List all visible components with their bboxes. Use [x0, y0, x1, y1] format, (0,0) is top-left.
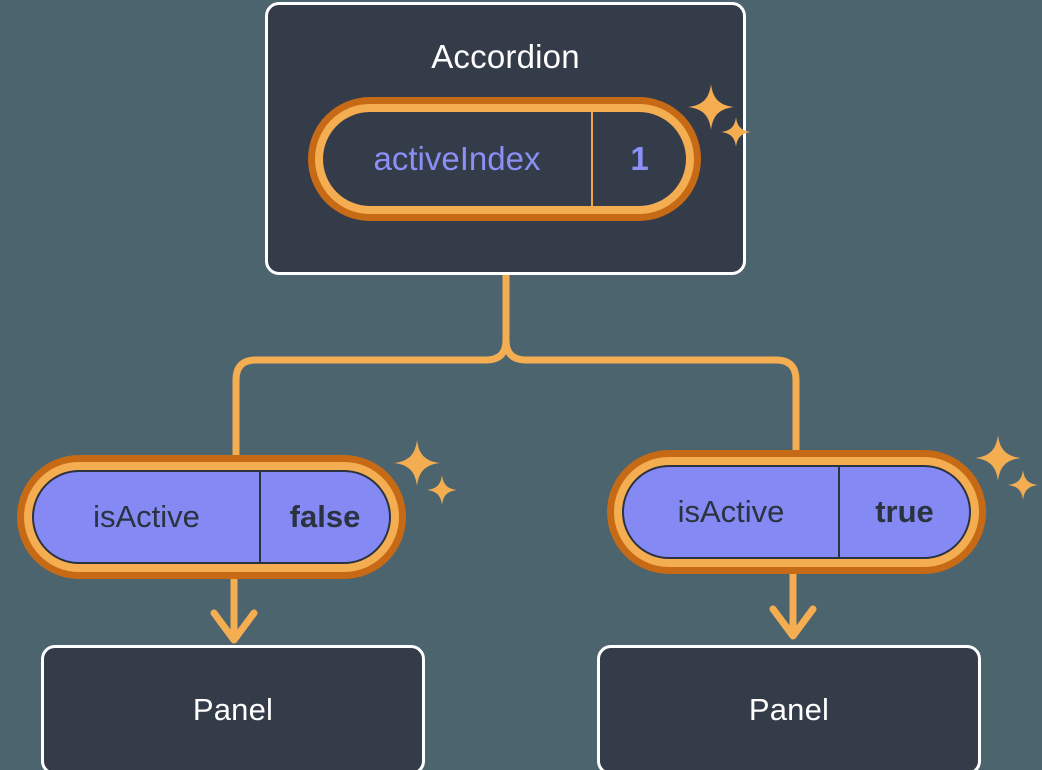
sparkle-four-point-star: [975, 435, 1021, 481]
prop-key-label: isActive: [624, 467, 840, 557]
state-pill-is-active-right[interactable]: isActive true: [607, 450, 986, 574]
connector-root-to-left: [232, 272, 510, 459]
sparkle-group-right: [975, 435, 1039, 505]
state-value-label: 1: [630, 140, 649, 177]
component-title-panel-left: Panel: [192, 692, 274, 727]
prop-value-label: false: [289, 499, 361, 534]
component-title-accordion: Accordion: [431, 38, 580, 75]
component-box-panel-right[interactable]: Panel: [597, 645, 981, 770]
sparkle-four-point-star: [394, 440, 440, 486]
sparkle-four-point-star-small: [427, 475, 457, 505]
state-key-label: activeIndex: [323, 112, 593, 206]
pill-ring: activeIndex 1: [315, 104, 694, 214]
connector-root-to-right: [502, 272, 800, 454]
pill-ring: isActive true: [614, 457, 979, 567]
pill-body: isActive false: [32, 470, 391, 564]
prop-value-label: true: [875, 494, 934, 529]
component-box-panel-left[interactable]: Panel: [41, 645, 425, 770]
state-pill-active-index[interactable]: activeIndex 1: [308, 97, 701, 221]
component-title-panel-right: Panel: [748, 692, 830, 727]
pill-body: activeIndex 1: [323, 112, 686, 206]
pill-ring: isActive false: [24, 462, 399, 572]
pill-body: isActive true: [622, 465, 971, 559]
arrow-down-icon-left: [210, 609, 258, 644]
arrow-down-icon-right: [769, 605, 817, 640]
sparkle-four-point-star-small: [1008, 470, 1038, 500]
state-pill-is-active-left[interactable]: isActive false: [17, 455, 406, 579]
prop-key-label: isActive: [34, 472, 261, 562]
